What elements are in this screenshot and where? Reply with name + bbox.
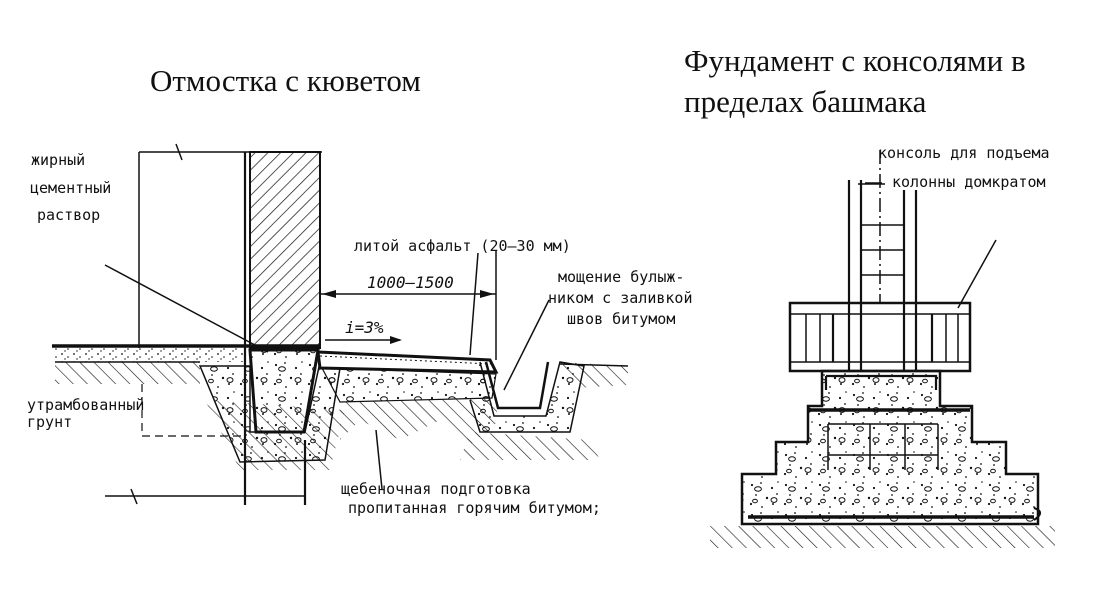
left-ground-hatch [55,362,200,384]
rebar-top [824,374,938,390]
label-compacted-1: утрамбованный [27,396,144,414]
label-paving-2: ником с заливкой [548,289,693,307]
socket-block [788,301,972,373]
asphalt-leader [469,252,479,356]
label-fatty-2: цементный [30,179,111,197]
break-mark-bottom [130,488,138,505]
label-compacted-2: грунт [27,413,72,431]
paving-leader [503,299,550,391]
floor-fill [55,348,247,362]
gravel-layer [320,367,497,403]
right-title-line2: пределах башмака [684,84,927,119]
right-figure: Фундамент с консолями в пределах башмака [684,43,1055,548]
label-gravel-1: щебеночная подготовка [341,480,531,498]
dashed-outline [141,384,245,437]
stepped-footing [740,369,1040,526]
label-gravel-2: пропитанная горячим битумом; [348,499,601,517]
console-leader [957,239,997,309]
slope-arrowhead [390,336,402,344]
dim-arrow-left [322,290,336,298]
foundation-wall [249,151,321,349]
mortar-leader [104,264,269,353]
label-fatty-3: раствор [37,206,100,224]
label-paving-3: швов битумом [567,310,675,328]
slope-label: i=3% [345,318,384,337]
steel-column [847,150,918,330]
width-dimension: 1000–1500 [367,273,454,292]
asphalt-layer [316,350,499,374]
asphalt-dots [319,355,493,365]
right-ground-line [559,363,629,367]
left-figure: Отмостка с кюветом [27,63,693,517]
ditch-inner [484,361,550,410]
right-title-line1: Фундамент с консолями в [684,43,1026,78]
label-paving-1: мощение булыж- [558,268,684,286]
break-mark-top [175,143,183,161]
gravel-leader [375,429,383,490]
label-console-1: консоль для подъема [878,144,1050,162]
right-ground [710,526,1055,548]
blind-area-ground [340,398,500,445]
label-console-2: колонны домкратом [892,173,1046,191]
dim-arrow-right [480,290,494,298]
label-fatty-1: жирный [31,151,85,169]
ditch-ground [460,432,600,460]
left-title: Отмостка с кюветом [150,63,421,98]
label-cast-asphalt: литой асфальт (20—30 мм) [354,237,571,255]
right-ground-hatch [560,362,628,388]
rebar-hook [1033,506,1042,521]
trench-ground [205,400,345,470]
